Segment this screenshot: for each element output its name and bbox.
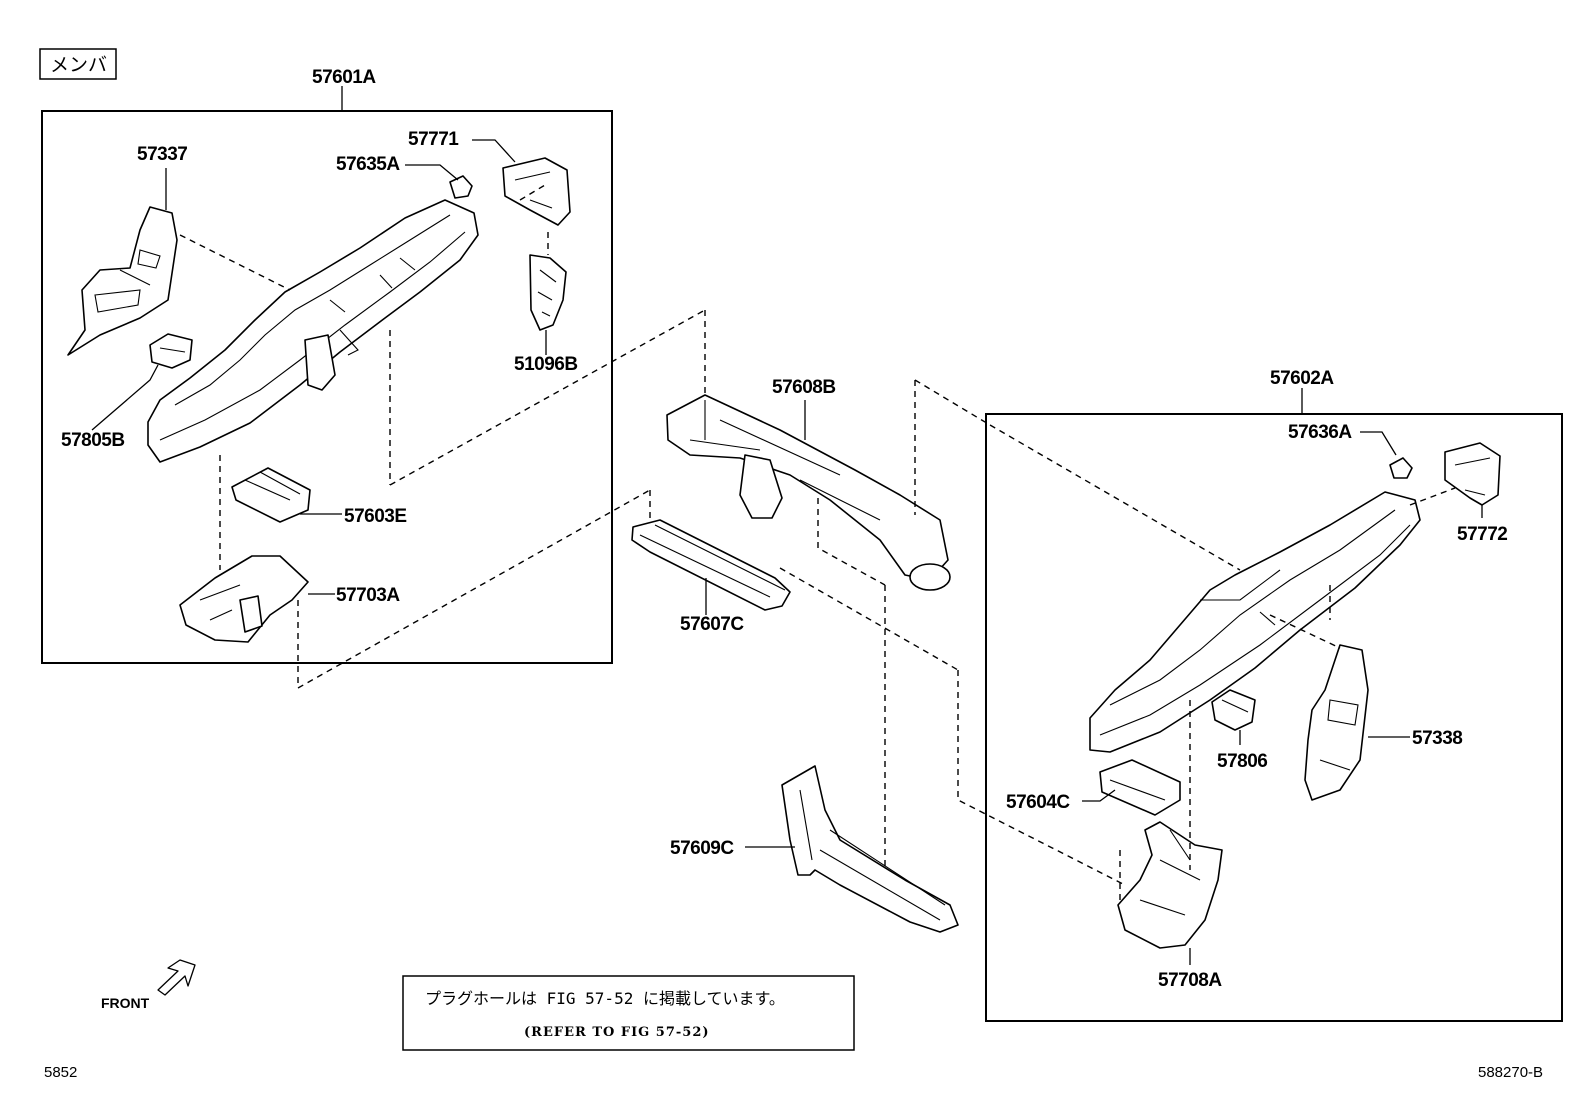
label-57609C[interactable]: 57609C — [670, 838, 735, 859]
part-57607C-drawing — [631, 519, 791, 611]
label-57602A[interactable]: 57602A — [1270, 368, 1335, 389]
label-57608B[interactable]: 57608B — [772, 377, 836, 398]
footer-left-code: 5852 — [44, 1064, 77, 1081]
label-57338[interactable]: 57338 — [1412, 728, 1463, 749]
label-57771[interactable]: 57771 — [408, 129, 460, 150]
label-57604C[interactable]: 57604C — [1006, 792, 1071, 813]
part-57771-drawing — [502, 157, 571, 226]
part-57805B-drawing — [149, 333, 193, 369]
label-57337[interactable]: 57337 — [137, 144, 188, 165]
label-57635A[interactable]: 57635A — [336, 154, 401, 175]
part-51096B-drawing — [529, 254, 567, 331]
part-57772-drawing — [1444, 442, 1501, 506]
label-57703A[interactable]: 57703A — [336, 585, 401, 606]
section-tag-text: メンバ — [50, 54, 107, 76]
part-57636A-drawing — [1389, 457, 1413, 479]
part-57337-drawing — [67, 206, 178, 356]
group-frame-57601A — [41, 110, 613, 664]
label-57601A[interactable]: 57601A — [312, 67, 377, 88]
part-57806-drawing — [1211, 689, 1256, 731]
reference-note-line2: (REFER TO FIG 57-52) — [524, 1025, 710, 1040]
part-57609C-drawing — [781, 765, 959, 933]
part-57602A-member-drawing — [1089, 491, 1421, 753]
label-57607C[interactable]: 57607C — [680, 614, 745, 635]
label-51096B[interactable]: 51096B — [514, 354, 578, 375]
label-57772[interactable]: 57772 — [1457, 524, 1508, 545]
group-frame-57602A — [985, 413, 1563, 1022]
label-57805B[interactable]: 57805B — [61, 430, 125, 451]
part-57338-drawing — [1304, 644, 1369, 801]
part-57608B-drawing — [666, 394, 951, 591]
label-57636A[interactable]: 57636A — [1288, 422, 1353, 443]
reference-note: プラグホールは FIG 57-52 に掲載しています。 (REFER TO FI… — [402, 975, 855, 1051]
part-57708A-drawing — [1117, 821, 1223, 949]
part-57604C-drawing — [1099, 759, 1181, 816]
section-tag: メンバ — [39, 48, 117, 80]
label-57806[interactable]: 57806 — [1217, 751, 1268, 772]
footer-right-code: 588270-B — [1478, 1064, 1543, 1081]
reference-note-line1: プラグホールは FIG 57-52 に掲載しています。 — [425, 989, 785, 1008]
part-57603E-drawing — [231, 467, 311, 523]
front-label: FRONT — [101, 995, 150, 1011]
label-57708A[interactable]: 57708A — [1158, 970, 1223, 991]
label-57603E[interactable]: 57603E — [344, 506, 407, 527]
front-arrow-icon — [157, 959, 196, 996]
part-57635A-drawing — [449, 175, 473, 199]
part-57601A-member-drawing — [147, 199, 479, 463]
part-57703A-drawing — [179, 555, 309, 643]
